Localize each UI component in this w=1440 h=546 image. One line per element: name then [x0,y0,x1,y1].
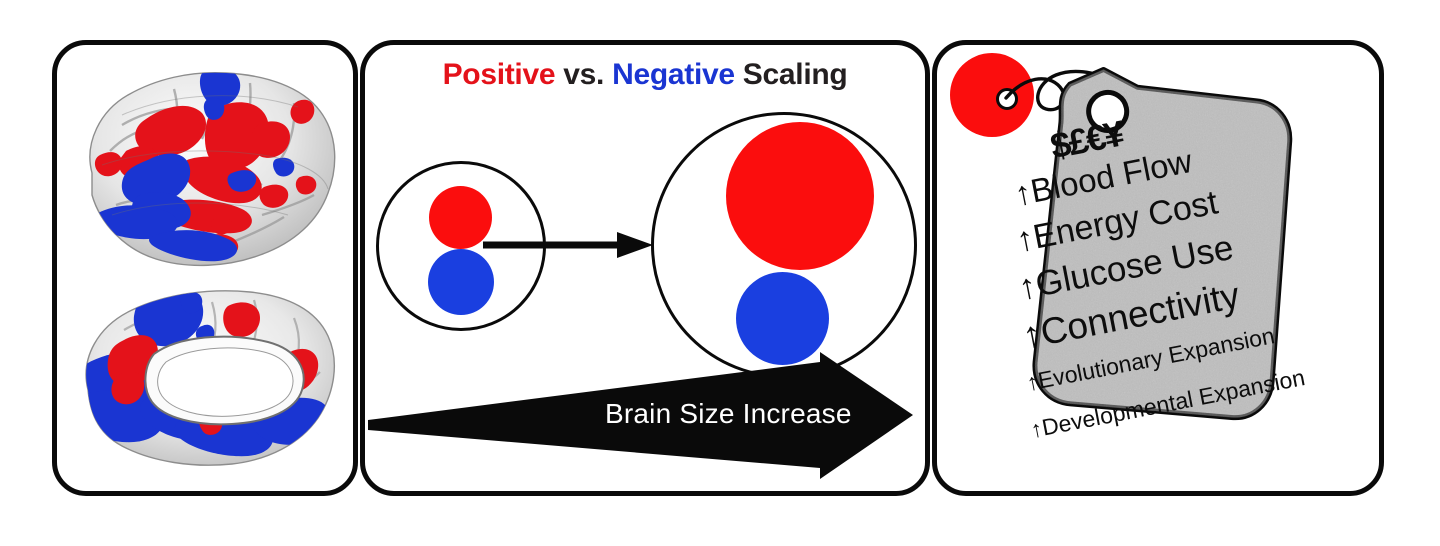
price-tag-graphic [985,60,1337,484]
small-brain-negative-blob [428,249,494,315]
page-title: Positive vs. Negative Scaling [360,58,930,92]
small-brain-positive-blob [429,186,492,249]
attached-positive-region-dot [950,53,1034,137]
title-positive-word: Positive [442,58,556,91]
brain-lateral-view [62,55,350,285]
large-brain-positive-blob [726,122,874,270]
brain-medial-view [62,278,350,490]
title-suffix: Scaling [734,58,848,91]
brain-size-increase-label: Brain Size Increase [605,398,852,429]
brain-size-increase-arrow [368,352,913,479]
title-negative-word: Negative [612,58,735,91]
tag-string-icon [1004,69,1126,112]
title-connector: vs. [555,58,613,91]
growth-arrow-icon [483,232,653,258]
large-brain-negative-blob [736,272,829,365]
